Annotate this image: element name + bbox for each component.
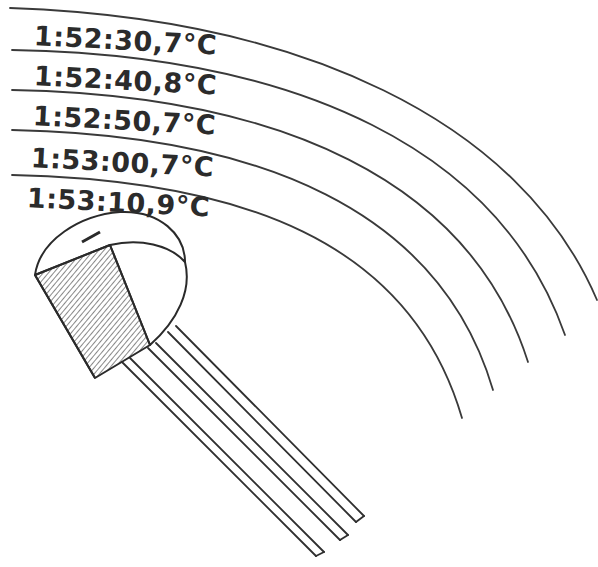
sensor-legs	[122, 326, 364, 556]
wave-line	[12, 130, 493, 390]
temperature-reading: 1:53:10,9°C	[26, 182, 211, 223]
sensor-leg	[168, 332, 356, 522]
sensor-leg	[316, 552, 324, 556]
sensor-body	[35, 212, 187, 378]
sensor-leg	[148, 348, 340, 540]
temperature-reading: 1:52:30,7°C	[33, 20, 218, 61]
sensor-leg	[340, 535, 348, 540]
temperature-reading: 1:52:50,7°C	[32, 100, 217, 141]
signal-waves	[10, 8, 597, 418]
sensor-leg	[176, 326, 364, 516]
sensor-leg	[130, 358, 324, 552]
sensor-face	[35, 245, 150, 378]
sensor-mark	[82, 232, 100, 242]
sensor-leg	[356, 516, 364, 522]
sensor-leg	[156, 343, 348, 535]
wave-line	[12, 175, 462, 418]
sensor-edge	[35, 275, 95, 378]
sensor-leg	[122, 362, 316, 556]
